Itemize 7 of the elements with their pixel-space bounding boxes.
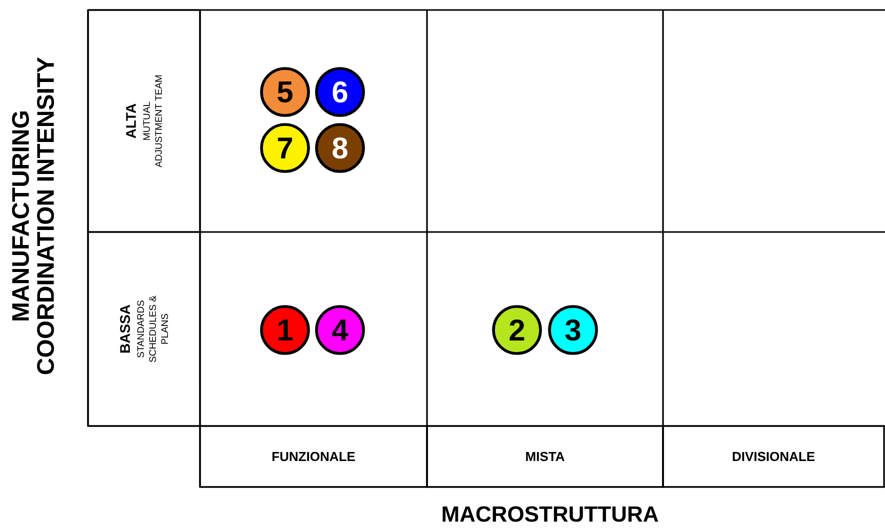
column-header-cell: FUNZIONALE bbox=[199, 425, 428, 488]
axis-title: MACROSTRUTTURA bbox=[442, 506, 658, 522]
axis-title: MANUFACTURING COORDINATION INTENSITY bbox=[12, 57, 54, 374]
column-header-cell: DIVISIONALE bbox=[662, 425, 885, 488]
column-header-cell: MISTA bbox=[426, 425, 664, 488]
row-header-cell: BASSA STANDARDS SCHEDULES & PLANS bbox=[87, 231, 201, 427]
row-header-cell: ALTA MUTUAL ADJUSTMENT TEAM bbox=[87, 9, 201, 233]
